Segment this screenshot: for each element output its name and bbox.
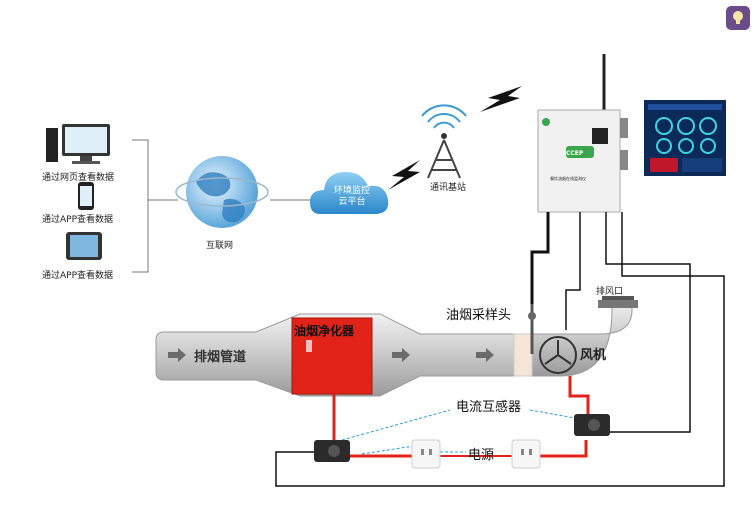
cell-tower-icon: [421, 104, 467, 179]
lightning-icon: [388, 160, 420, 190]
label-view-app-tablet: 通过APP查看数据: [42, 271, 114, 281]
smartphone-icon: [78, 182, 94, 210]
ct-cable-right: [604, 212, 691, 433]
label-fan: 风机: [580, 348, 607, 363]
ct-cable-left: [275, 212, 725, 487]
label-sampling-head: 油烟采样头: [446, 308, 512, 323]
fan-icon: [539, 336, 577, 374]
label-ct-sensor: 电流互感器: [456, 400, 522, 415]
label-device-brand: CCEP: [566, 150, 584, 157]
label-base-station: 通讯基站: [430, 183, 467, 193]
power-socket-icon: [511, 439, 541, 469]
desktop-computer-icon: [46, 124, 110, 164]
label-view-web: 通过网页查看数据: [42, 173, 115, 183]
purifier-box: [291, 317, 373, 395]
hint-button[interactable]: [726, 6, 750, 30]
signal-line: [361, 445, 415, 455]
exhaust-duct: [155, 296, 638, 397]
globe-icon: [175, 156, 269, 228]
label-purifier: 油烟净化器: [294, 324, 355, 338]
label-duct: 排烟管道: [194, 350, 247, 365]
label-power: 电源: [468, 448, 495, 463]
cloud-icon: [310, 172, 389, 214]
label-exhaust-outlet: 排风口: [596, 287, 624, 297]
lightbulb-icon: [733, 11, 743, 24]
tablet-icon: [66, 232, 102, 260]
signal-line: [341, 409, 451, 441]
label-cloud: 环境监控 云平台: [334, 186, 371, 207]
fan-cable: [565, 212, 581, 330]
power-wire: [538, 440, 588, 458]
device-bracket: [132, 139, 149, 273]
label-view-app-phone: 通过APP查看数据: [42, 215, 114, 225]
sampling-port: [513, 333, 533, 377]
label-internet: 互联网: [206, 241, 234, 251]
label-device-caption: 餐饮油烟在线监测仪: [550, 176, 586, 181]
lightning-icon: [480, 86, 522, 112]
current-clamp-icon: [314, 440, 350, 462]
sampling-cable: [530, 212, 550, 318]
current-clamp-icon: [574, 414, 610, 436]
dashboard-screen-icon: [644, 100, 726, 176]
power-wire: [568, 376, 590, 418]
monitor-box-icon: [537, 109, 628, 213]
power-socket-icon: [411, 439, 441, 469]
